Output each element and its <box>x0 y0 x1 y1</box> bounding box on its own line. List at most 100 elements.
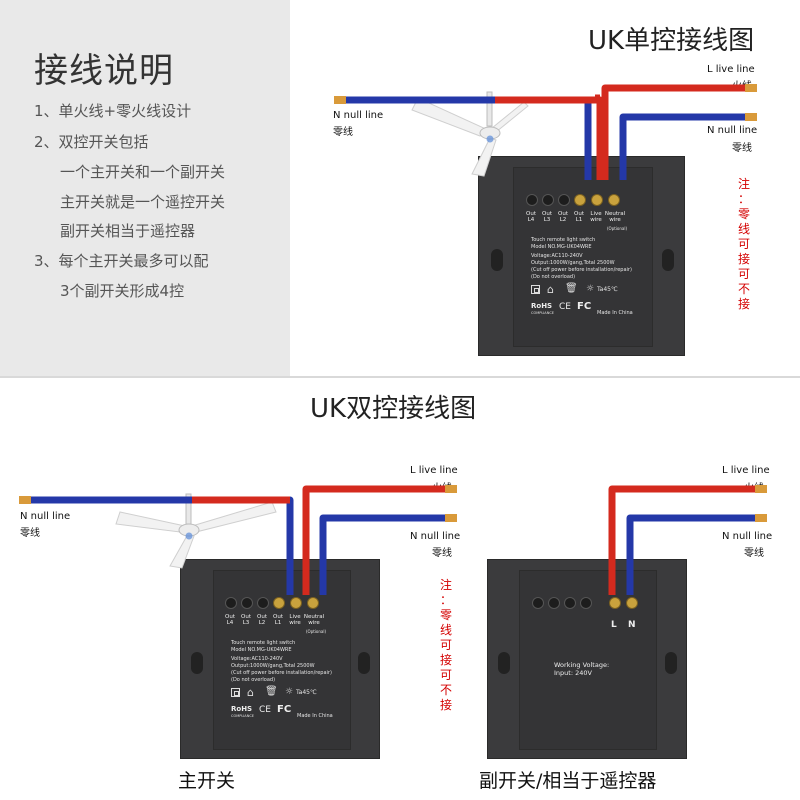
rohs-logo: RoHS <box>531 302 553 310</box>
terminal-label: Out L4 <box>225 614 235 626</box>
made-in-label: Made In China <box>597 310 633 316</box>
voltage-spec: Voltage:AC110-240V <box>531 253 583 259</box>
main-neutral-wire-right <box>319 514 445 595</box>
rohs-logo: RoHS <box>231 705 253 713</box>
copper-end <box>745 113 757 121</box>
terminal-label: Live wire <box>289 614 301 626</box>
top-null-label-cn-right: 零线 <box>732 143 752 154</box>
top-neutral-wire-left <box>345 96 592 180</box>
output-spec: Output:1000W/gang,Total 2500W <box>531 260 615 266</box>
caution-overload: (Do not overload) <box>531 274 576 280</box>
sub-null-label-en: N null line <box>722 531 773 542</box>
working-voltage-value: Input: 240V <box>554 669 592 677</box>
instruction-line-6: 3、每个主开关最多可以配 <box>34 252 209 270</box>
top-live-label-en: L live line <box>707 64 755 75</box>
temperature-rating: Ta45℃ <box>296 689 317 696</box>
sub-switch-caption: 副开关/相当于遥控器 <box>479 770 657 792</box>
terminal-screw-icon <box>290 597 302 609</box>
instructions-panel <box>0 0 290 376</box>
terminal-label: Out L2 <box>558 211 568 223</box>
terminal-label: Neutral wire <box>303 614 325 626</box>
terminal-screw-icon <box>307 597 319 609</box>
top-null-label-en-right: N null line <box>707 125 758 136</box>
copper-end <box>19 496 31 504</box>
terminal-screw-icon <box>257 597 269 609</box>
main-live-wire <box>302 485 445 595</box>
terminal-label: Neutral wire <box>604 211 626 223</box>
ce-mark-icon: CE <box>559 302 571 312</box>
section-divider <box>0 376 800 378</box>
sub-live-label-en: L live line <box>722 465 770 476</box>
copper-end <box>445 485 457 493</box>
model-number: Model NO.MG-UK04WRE <box>231 647 292 653</box>
terminal-label: Out L3 <box>241 614 251 626</box>
temperature-rating: Ta45℃ <box>597 286 618 293</box>
copper-end <box>445 514 457 522</box>
mount-slot-icon <box>491 249 503 271</box>
terminal-label-n: N <box>628 620 636 630</box>
terminal-screw-icon <box>542 194 554 206</box>
output-spec: Output:1000W/gang,Total 2500W <box>231 663 315 669</box>
working-voltage-title: Working Voltage: <box>554 661 610 669</box>
fcc-mark-icon: FC <box>577 301 592 312</box>
sub-switch-panel: L N Working Voltage: Input: 240V <box>487 559 687 759</box>
instruction-line-5: 副开关相当于遥控器 <box>60 222 196 240</box>
copper-end <box>745 84 757 92</box>
ce-mark-icon: CE <box>259 705 271 715</box>
mount-slot-icon <box>358 652 370 674</box>
top-null-label-en-left: N null line <box>333 110 384 121</box>
single-control-title: UK单控接线图 <box>588 26 755 56</box>
mount-slot-icon <box>498 652 510 674</box>
sub-null-label-cn: 零线 <box>744 548 764 559</box>
sun-icon: ☼ <box>285 687 294 697</box>
voltage-spec: Voltage:AC110-240V <box>231 656 283 662</box>
terminal-label: Out L1 <box>273 614 283 626</box>
terminal-label: Out L4 <box>526 211 536 223</box>
terminal-screw-icon <box>548 597 560 609</box>
rohs-compliance: COMPLIANCE <box>231 714 254 718</box>
main-switch-caption: 主开关 <box>178 770 236 792</box>
top-live-wire-outer <box>601 84 745 180</box>
main-null-label-en-right: N null line <box>410 531 461 542</box>
insulation-icon <box>231 688 240 697</box>
indoor-icon: ⌂ <box>247 686 254 699</box>
terminal-label: Out L2 <box>257 614 267 626</box>
terminal-screw-icon <box>273 597 285 609</box>
sun-icon: ☼ <box>586 284 595 294</box>
main-null-label-en-left: N null line <box>20 511 71 522</box>
model-number: Model NO.MG-UK04WRE <box>531 244 592 250</box>
top-live-wire <box>495 96 604 180</box>
optional-label: (Optional) <box>607 226 628 231</box>
copper-end <box>755 514 767 522</box>
terminal-screw-icon <box>591 194 603 206</box>
rohs-compliance: COMPLIANCE <box>531 311 554 315</box>
mount-slot-icon <box>191 652 203 674</box>
top-neutral-wire-right <box>619 113 745 180</box>
terminal-screw-icon <box>532 597 544 609</box>
ceiling-fan-icon-bottom <box>115 493 277 569</box>
instructions-title: 接线说明 <box>34 51 174 91</box>
bottom-note: 注：零线可接可不接 <box>439 578 452 712</box>
terminal-label-l: L <box>611 620 617 630</box>
caution-overload: (Do not overload) <box>231 677 276 683</box>
terminal-screw-icon <box>225 597 237 609</box>
caution-install: (Cut off power before installation/repai… <box>531 267 632 273</box>
terminal-screw-icon <box>526 194 538 206</box>
double-control-title: UK双控接线图 <box>310 394 477 424</box>
insulation-icon <box>531 285 540 294</box>
terminal-label: Live wire <box>590 211 602 223</box>
optional-label: (Optional) <box>306 629 327 634</box>
terminal-label: Out L3 <box>542 211 552 223</box>
product-name: Touch remote light switch <box>231 640 296 646</box>
instruction-line-2: 2、双控开关包括 <box>34 133 149 151</box>
top-switch-panel: Out L4 Out L3 Out L2 Out L1 Live wire Ne… <box>478 156 685 356</box>
made-in-label: Made In China <box>297 713 333 719</box>
disposal-icon: 🗑 <box>565 283 578 294</box>
terminal-screw-icon <box>574 194 586 206</box>
main-null-label-cn-left: 零线 <box>20 528 40 539</box>
main-null-label-cn-right: 零线 <box>432 548 452 559</box>
terminal-label: Out L1 <box>574 211 584 223</box>
instruction-line-1: 1、单火线+零火线设计 <box>34 102 192 120</box>
sub-neutral-wire <box>626 514 755 595</box>
